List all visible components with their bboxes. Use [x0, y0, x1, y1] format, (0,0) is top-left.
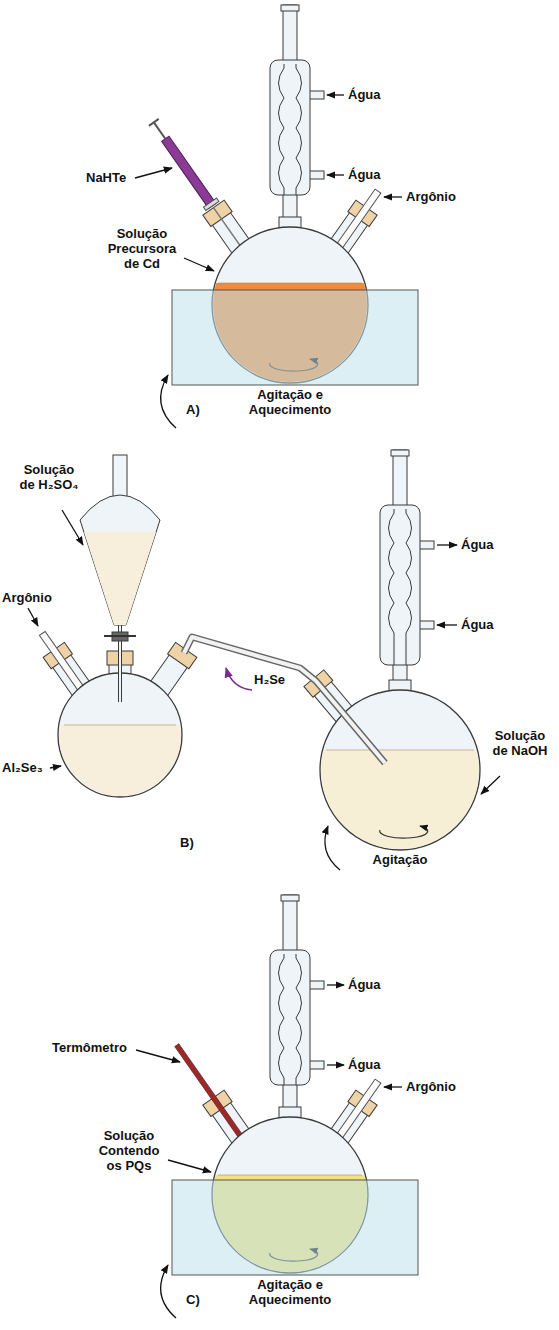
water-bath — [172, 290, 418, 385]
callout-label: Termômetro — [52, 1040, 127, 1055]
leader-arrow — [481, 776, 500, 794]
callout-label: Água — [348, 977, 381, 992]
leader-arrow — [28, 608, 38, 626]
leader-arrow — [62, 510, 83, 545]
leader-arrow — [50, 766, 61, 768]
reflux-condenser-part — [283, 1083, 297, 1109]
gas-transfer-tube — [184, 637, 385, 763]
two-neck-flask-part — [326, 750, 474, 751]
panel-letter: B) — [180, 835, 194, 850]
leader-arrow — [327, 1064, 344, 1065]
three-neck-flask-part — [64, 725, 176, 726]
reflux-condenser-part — [393, 450, 407, 509]
curved-arrow — [161, 1265, 176, 1318]
reflux-condenser — [380, 450, 434, 689]
callout-label: Argônio — [2, 590, 52, 605]
callout-label: Solução de NaOH — [488, 728, 552, 758]
callout-label: Argônio — [406, 189, 456, 204]
reflux-condenser-part — [279, 954, 285, 1085]
reflux-condenser-part — [283, 193, 297, 219]
callout-label: Água — [461, 537, 494, 552]
three-neck-flask-part-part — [168, 642, 197, 668]
reflux-condenser-part — [281, 5, 299, 11]
callout-label: Água — [348, 87, 381, 102]
gas-flow-arrow — [226, 668, 252, 690]
leader-arrow — [327, 174, 344, 175]
callout-label: H₂Se — [254, 672, 285, 687]
leader-arrow — [384, 1086, 402, 1087]
three-neck-flask-part — [218, 1175, 362, 1176]
callout-label: Agitação e Aquecimento — [240, 1277, 340, 1307]
callout-label: NaHTe — [86, 170, 126, 185]
two-neck-flask-part — [320, 750, 480, 850]
reflux-condenser-part — [406, 509, 412, 665]
curved-arrow — [325, 826, 340, 870]
callout-label: Solução Contendo os PQs — [92, 1128, 166, 1173]
syringe-part — [203, 198, 218, 210]
syringe-part — [149, 119, 159, 126]
dropping-funnel — [80, 455, 160, 702]
leader-arrow — [384, 196, 402, 197]
reflux-condenser — [270, 895, 324, 1109]
syringe-part — [162, 136, 216, 208]
water-bath — [172, 1180, 418, 1275]
three-neck-flask — [32, 626, 197, 797]
callout-label: Água — [348, 1057, 381, 1072]
reflux-condenser-part — [279, 64, 285, 195]
three-neck-flask-part — [58, 725, 182, 797]
callout-label: Água — [461, 617, 494, 632]
callout-label: Al₂Se₃ — [2, 760, 43, 775]
reflux-condenser-part — [283, 5, 297, 64]
reflux-condenser-part — [296, 64, 302, 195]
two-neck-flask-part — [380, 826, 428, 838]
leader-arrow — [184, 258, 214, 271]
leader-arrow — [327, 94, 344, 95]
leader-arrow — [168, 1160, 211, 1172]
callout-label: Água — [348, 167, 381, 182]
leader-arrow — [437, 624, 457, 625]
dropping-funnel-part — [104, 635, 136, 637]
callout-label: Agitação e Aquecimento — [240, 387, 340, 417]
reflux-condenser — [270, 5, 324, 219]
leader-arrow — [135, 168, 172, 178]
panel-letter: C) — [186, 1292, 200, 1307]
reflux-condenser-part — [270, 60, 310, 195]
reflux-condenser-part — [296, 954, 302, 1085]
dropping-funnel-part — [80, 495, 160, 625]
reflux-condenser-part — [380, 505, 420, 665]
three-neck-flask-part — [218, 283, 362, 284]
leader-arrow — [136, 1050, 180, 1062]
gas-transfer-tube-part — [184, 637, 385, 763]
reflux-condenser-part — [389, 509, 395, 665]
leader-arrow — [327, 984, 344, 985]
panel-letter: A) — [186, 402, 200, 417]
callout-label: Solução Precursora de Cd — [102, 226, 182, 271]
syringe-part — [154, 122, 165, 138]
callout-label: Agitação — [362, 852, 438, 867]
dropping-funnel-part — [84, 532, 156, 625]
curved-arrow — [161, 375, 176, 428]
reflux-condenser-part — [281, 895, 299, 901]
leader-arrow — [437, 544, 457, 545]
callout-label: Argônio — [406, 1079, 456, 1094]
gas-transfer-tube-part — [184, 637, 385, 763]
reflux-condenser-part — [283, 895, 297, 954]
reflux-condenser-part — [270, 950, 310, 1085]
callout-label: Solução de H₂SO₄ — [18, 462, 80, 492]
reflux-condenser-part — [391, 450, 409, 456]
